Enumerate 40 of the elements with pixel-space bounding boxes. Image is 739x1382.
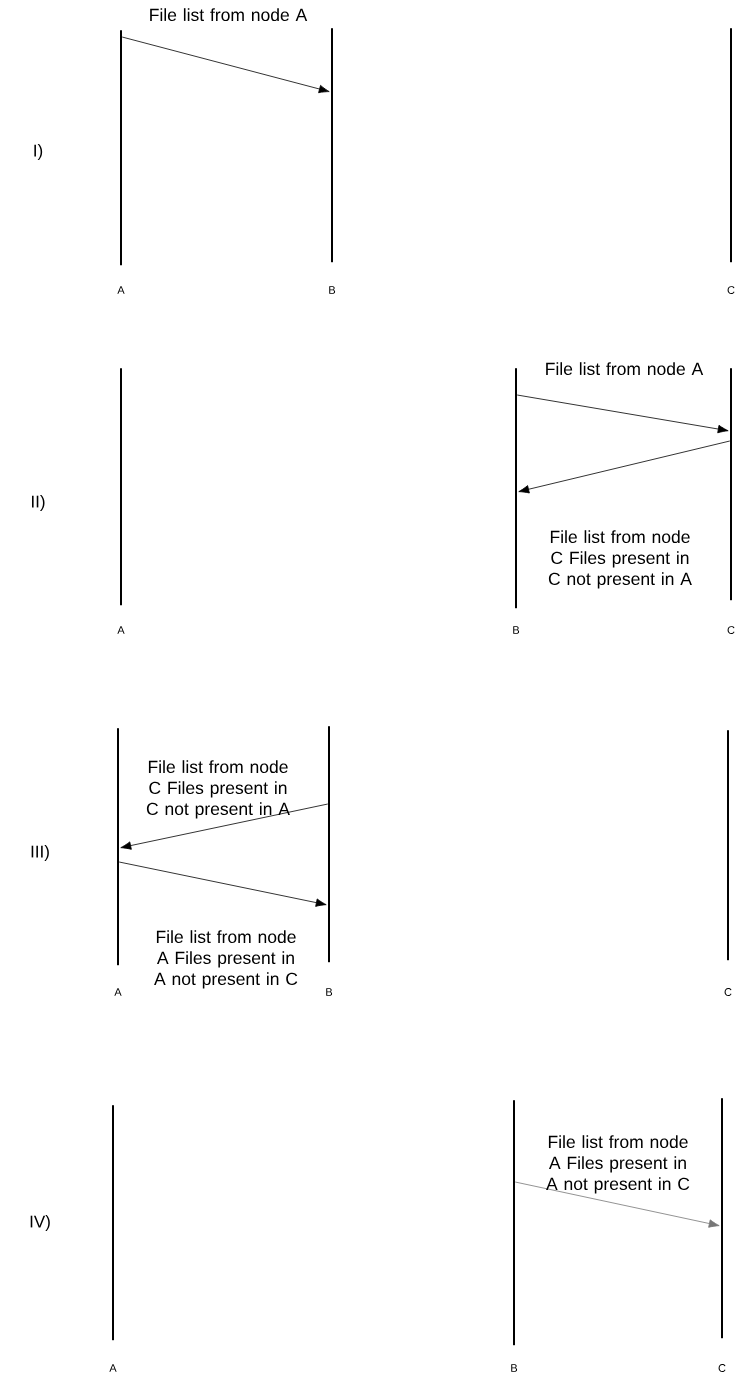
lifeline: C [724,730,732,996]
arrow [121,36,330,94]
node-label: C [727,286,735,294]
lifeline: A [117,368,125,634]
arrow [118,861,327,907]
lifeline: B [511,1100,518,1372]
node-label: A [117,286,125,294]
arrow [120,803,329,850]
node-label: B [329,286,336,294]
lifeline: C [727,368,735,634]
node-label: C [718,1364,726,1372]
node-label: A [114,988,122,996]
row-label: III) [31,845,49,861]
lifeline: C [727,28,735,294]
node-label: B [513,626,520,634]
node-label: C [727,626,735,634]
node-label: C [724,988,732,996]
lifeline: C [718,1098,726,1372]
lifeline: B [326,726,333,996]
row-label: II) [32,495,45,511]
node-label: B [511,1364,518,1372]
edge-label: File list from node A Files present in A not present in C [154,930,298,989]
node-label: A [117,626,125,634]
lifeline: A [114,728,122,996]
lifeline: B [329,28,336,294]
lifeline: A [109,1105,117,1372]
edge-label: File list from node A [546,362,704,376]
node-label: A [109,1364,117,1372]
node-label: B [326,988,333,996]
row-label: IV) [30,1215,50,1231]
arrow [514,1181,720,1228]
edge-label: File list from node C Files present in C not present in A [146,760,290,819]
edge-label: File list from node A Files present in A not present in C [546,1135,690,1194]
lifeline: B [513,368,520,634]
arrow [516,394,729,434]
edge-label: File list from node A [150,8,308,22]
lifeline: A [117,30,125,294]
arrow [518,440,731,494]
row-label: I) [34,144,43,160]
edge-label: File list from node C Files present in C not present in A [548,530,692,589]
